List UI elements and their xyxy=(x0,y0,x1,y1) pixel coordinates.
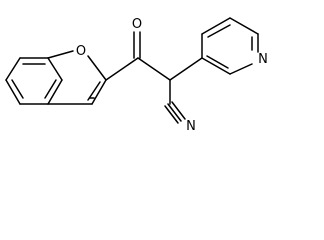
benzene-ring xyxy=(5,57,63,105)
double-bond-inner xyxy=(87,81,101,101)
bond xyxy=(87,55,107,81)
nitrile-group: N xyxy=(164,79,196,134)
triple-bond xyxy=(171,101,186,120)
bond xyxy=(229,63,253,75)
bond xyxy=(47,57,63,81)
ring-oxygen-label: O xyxy=(76,44,86,59)
bond xyxy=(229,17,259,35)
bond xyxy=(137,57,171,81)
pyridine-ring: N xyxy=(169,17,268,81)
bond xyxy=(201,17,231,35)
ketone-group: O xyxy=(105,17,142,81)
bond xyxy=(105,57,139,81)
bond xyxy=(201,57,231,75)
triple-bond xyxy=(164,105,179,124)
bond xyxy=(91,79,107,105)
bond xyxy=(47,50,74,59)
double-bond-inner xyxy=(206,55,229,69)
bond xyxy=(169,57,203,81)
chemical-structure: O O N N xyxy=(5,17,268,134)
double-bond-inner xyxy=(44,79,57,99)
furan-ring: O xyxy=(47,44,107,105)
triple-bond xyxy=(167,103,182,122)
double-bond-inner xyxy=(11,79,24,99)
pyridine-nitrogen-label: N xyxy=(258,52,268,67)
bond xyxy=(5,79,21,105)
bond xyxy=(47,79,63,105)
double-bond-inner xyxy=(207,24,231,38)
nitrile-nitrogen-label: N xyxy=(186,119,196,134)
carbonyl-oxygen-label: O xyxy=(132,17,142,32)
bond xyxy=(5,57,21,81)
